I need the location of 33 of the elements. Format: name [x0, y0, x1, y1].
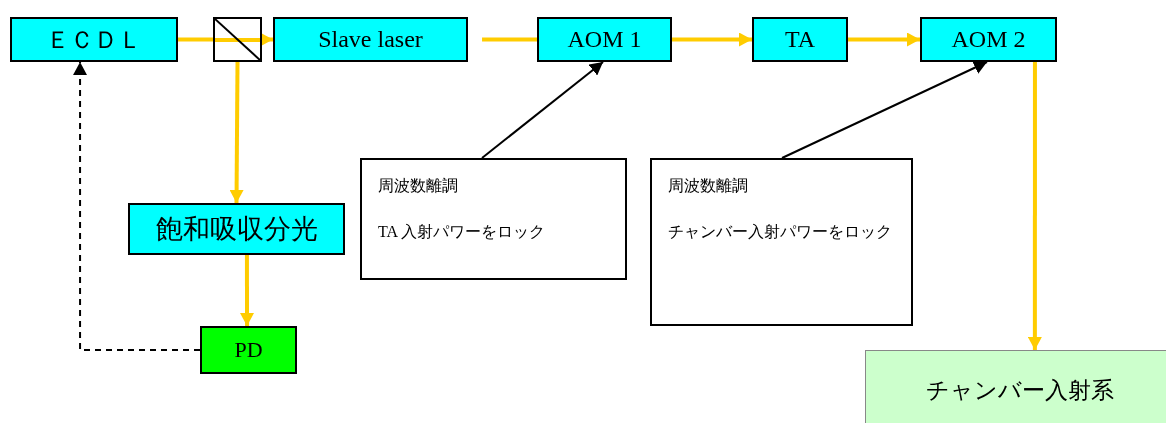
beam-arrow	[1027, 62, 1042, 350]
chamber-box	[865, 350, 1166, 423]
beam-arrow	[229, 62, 244, 203]
box-label: Slave laser	[318, 26, 423, 53]
box-label: ＥＣＤＬ	[46, 25, 142, 55]
amplifier-box	[752, 17, 848, 62]
box-label: チャンバー入射系	[926, 376, 1114, 405]
note-text: 周波数離調	[378, 176, 459, 196]
note-text: 周波数離調	[668, 176, 749, 196]
process-box	[128, 203, 345, 255]
box-label: AOM 1	[567, 26, 642, 53]
beam-arrow	[848, 32, 920, 47]
beam-line	[482, 37, 537, 42]
control-arrow	[73, 61, 201, 351]
beam-arrow	[240, 255, 254, 326]
box-label: AOM 2	[951, 26, 1026, 53]
modulator-box	[920, 17, 1057, 62]
laser-box	[273, 17, 468, 62]
note-box	[360, 158, 627, 280]
box-label: PD	[234, 337, 263, 363]
control-arrow	[481, 61, 604, 159]
laser-box	[10, 17, 178, 62]
modulator-box	[537, 17, 672, 62]
control-arrow	[781, 61, 988, 159]
note-text: チャンバー入射パワーをロック	[668, 222, 893, 242]
box-label: TA	[784, 26, 816, 53]
beam-arrow	[672, 32, 752, 47]
beam-splitter-cube	[213, 17, 262, 62]
box-label: 飽和吸収分光	[155, 213, 318, 246]
note-box	[650, 158, 913, 326]
detector-box	[200, 326, 297, 374]
note-text: TA 入射パワーをロック	[378, 222, 547, 242]
beam-line	[178, 37, 213, 42]
